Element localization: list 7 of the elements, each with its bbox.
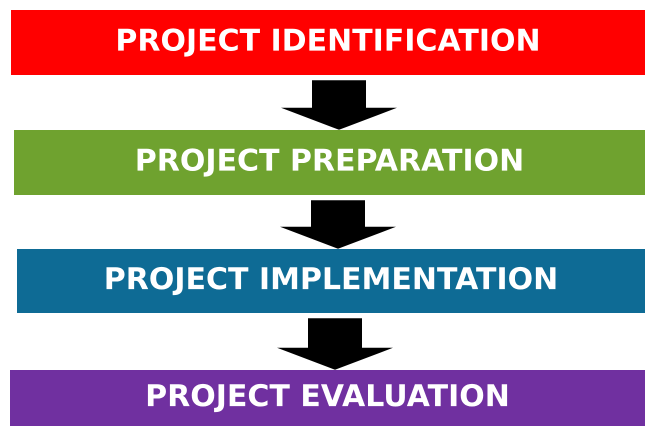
block-arrow xyxy=(277,318,393,370)
stage-box: PROJECT PREPARATION xyxy=(14,130,645,195)
block-arrow xyxy=(280,200,396,249)
stage-box: PROJECT IDENTIFICATION xyxy=(11,10,645,75)
block-arrow xyxy=(281,80,397,130)
stage-box: PROJECT IMPLEMENTATION xyxy=(17,249,645,313)
stage-box: PROJECT EVALUATION xyxy=(10,370,645,426)
